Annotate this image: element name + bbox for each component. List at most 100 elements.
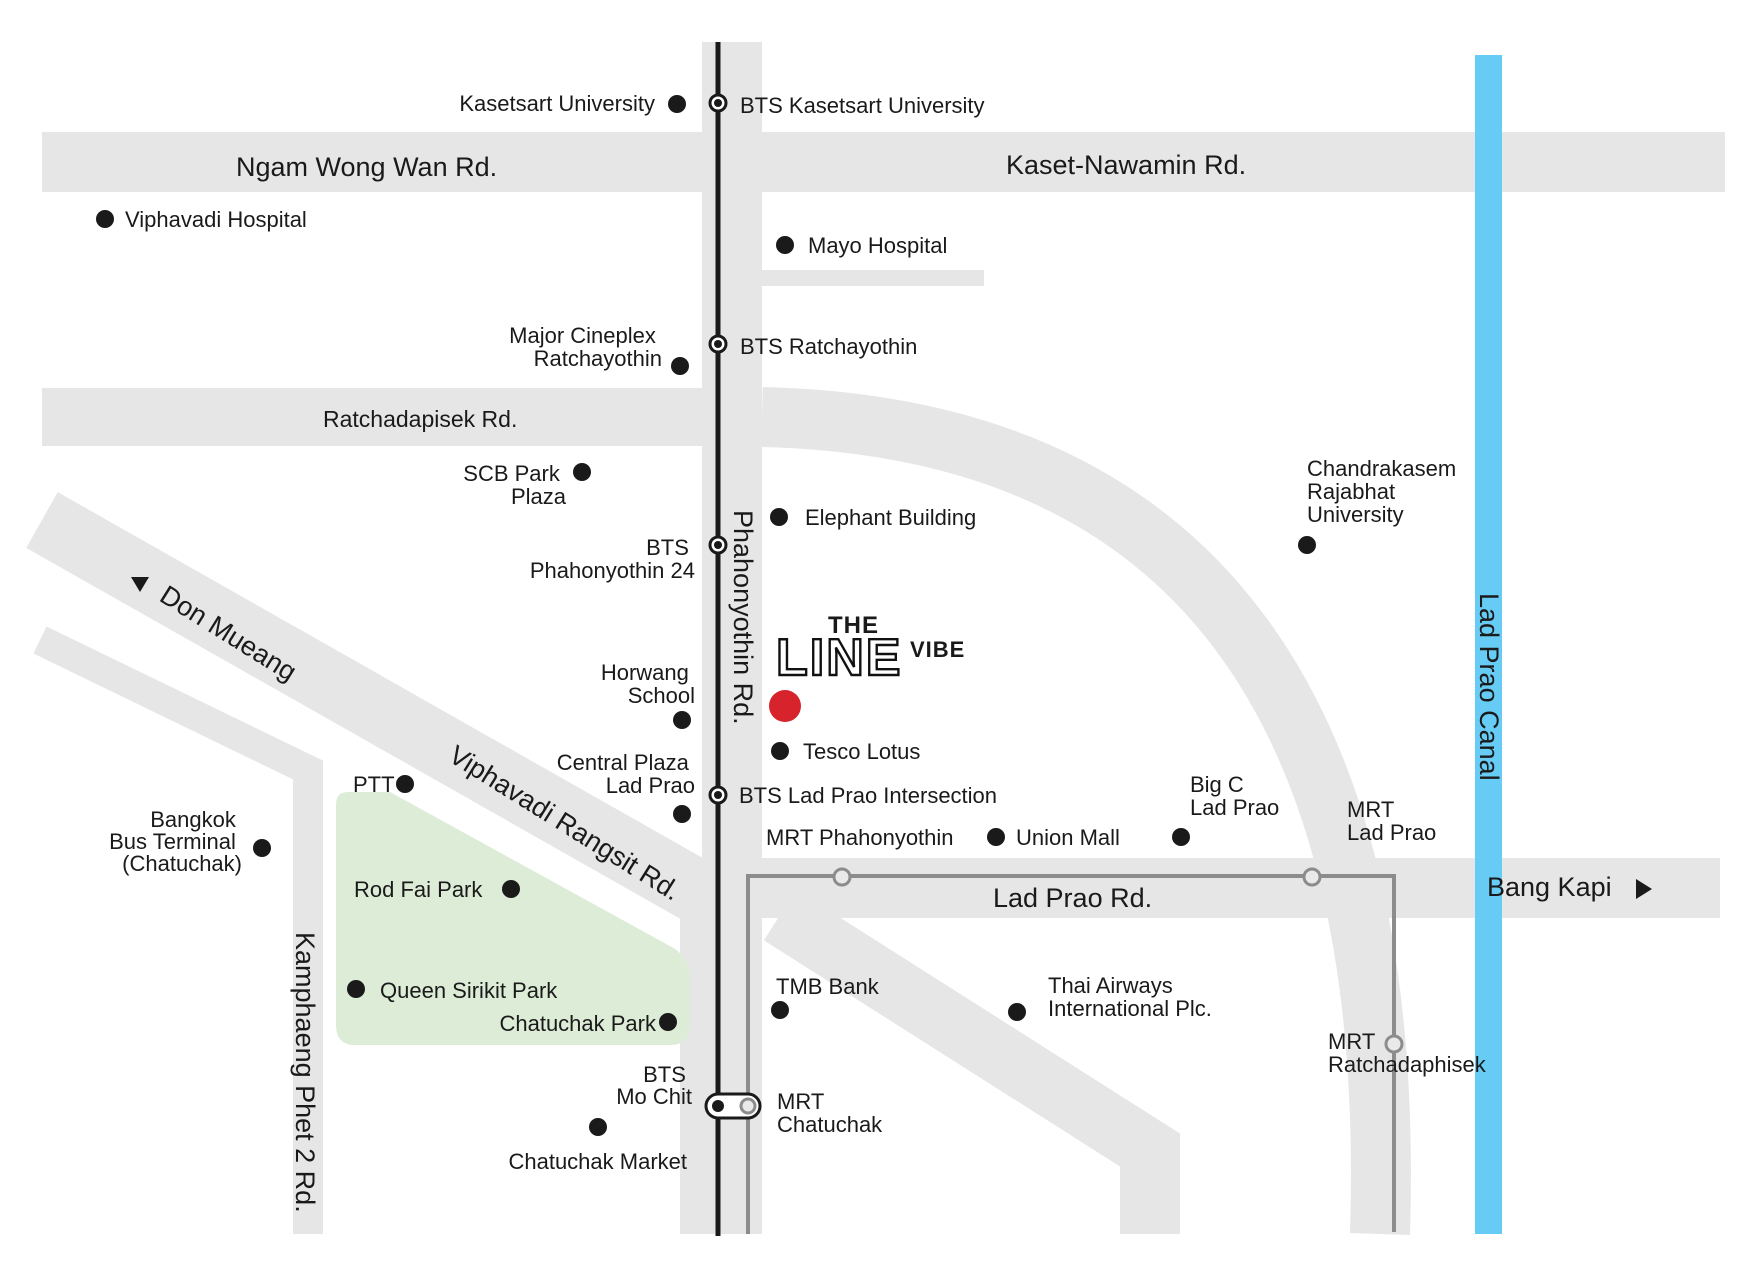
label-kamphaeng-phet-2: Kamphaeng Phet 2 Rd. xyxy=(290,932,320,1213)
lad-prao-canal xyxy=(1475,55,1502,1234)
label-line: Horwang xyxy=(601,660,689,685)
label-line: Thai Airways xyxy=(1048,973,1173,998)
the-line-vibe-logo: THE LINE VIBE xyxy=(775,612,965,688)
poi-scb-park-plaza[interactable] xyxy=(573,463,591,481)
label-mrt-phahonyothin: MRT Phahonyothin xyxy=(766,825,954,850)
label-ratchadapisek: Ratchadapisek Rd. xyxy=(323,406,517,432)
mrt-station-markers xyxy=(832,867,1404,1054)
label-line: Central Plaza xyxy=(557,750,690,775)
station-dot xyxy=(714,791,722,799)
road-ratchadapisek xyxy=(42,388,762,446)
poi-queen-sirikit-park[interactable] xyxy=(347,980,365,998)
poi-elephant-building[interactable] xyxy=(770,508,788,526)
label-viphavadi-hospital: Viphavadi Hospital xyxy=(125,207,307,232)
label-line: Ratchayothin xyxy=(534,346,662,371)
label-tmb-bank: TMB Bank xyxy=(776,974,880,999)
label-line: Major Cineplex xyxy=(509,323,656,348)
road-southeast-diagonal xyxy=(763,889,1180,1234)
label-line: MRT xyxy=(777,1089,824,1114)
poi-rod-fai-park[interactable] xyxy=(502,880,520,898)
label-line: (Chatuchak) xyxy=(122,851,242,876)
label-mrt-lad-prao: MRT Lad Prao xyxy=(1347,797,1436,845)
label-chandrakasem: Chandrakasem Rajabhat University xyxy=(1307,456,1462,527)
bts-station-markers xyxy=(704,93,762,1120)
label-kasetsart-university: Kasetsart University xyxy=(459,91,655,116)
poi-tesco-lotus[interactable] xyxy=(771,742,789,760)
label-queen-sirikit-park: Queen Sirikit Park xyxy=(380,978,558,1003)
label-thai-airways: Thai Airways International Plc. xyxy=(1048,973,1212,1021)
label-chatuchak-market: Chatuchak Market xyxy=(508,1149,687,1174)
label-rod-fai-park: Rod Fai Park xyxy=(354,877,483,902)
label-line: Ratchadaphisek xyxy=(1328,1052,1487,1077)
station-dot xyxy=(714,340,722,348)
poi-viphavadi-hospital[interactable] xyxy=(96,210,114,228)
roads xyxy=(26,42,1725,1235)
poi-big-c[interactable] xyxy=(1172,828,1190,846)
label-line: Lad Prao xyxy=(1347,820,1436,845)
label-lad-prao: Lad Prao Rd. xyxy=(993,883,1152,913)
poi-bangkok-bus-terminal[interactable] xyxy=(253,839,271,857)
label-line: School xyxy=(628,683,695,708)
label-line: MRT xyxy=(1347,797,1394,822)
bang-kapi-triangle-arrow-icon xyxy=(1636,879,1652,899)
mrt-line xyxy=(746,874,1396,1234)
poi-ptt[interactable] xyxy=(396,775,414,793)
station-dot xyxy=(714,99,722,107)
label-line: Bus Terminal xyxy=(109,829,236,854)
label-line: International Plc. xyxy=(1048,996,1212,1021)
road-viphavadi-rangsit xyxy=(26,492,744,1234)
label-line: BTS xyxy=(643,1062,686,1087)
label-line: SCB Park xyxy=(463,461,561,486)
poi-major-cineplex[interactable] xyxy=(671,357,689,375)
road-lad-prao xyxy=(744,858,1720,918)
mrt-station-ratchadaphisek-marker[interactable] xyxy=(1384,1034,1404,1054)
logo-vibe: VIBE xyxy=(910,637,965,662)
road-ngam-wong-wan xyxy=(42,132,1725,192)
poi-mayo-hospital[interactable] xyxy=(776,236,794,254)
poi-chatuchak-park[interactable] xyxy=(659,1013,677,1031)
label-line: Bangkok xyxy=(150,807,237,832)
label-line: Big C xyxy=(1190,772,1244,797)
label-line: Phahonyothin 24 xyxy=(530,558,695,583)
poi-markers xyxy=(96,95,1316,1136)
label-central-plaza: Central Plaza Lad Prao xyxy=(557,750,695,798)
poi-central-plaza[interactable] xyxy=(673,805,691,823)
label-scb-park-plaza: SCB Park Plaza xyxy=(463,461,566,509)
poi-union-mall[interactable] xyxy=(987,828,1005,846)
road-kamphaeng-connector xyxy=(33,626,323,1234)
label-line: BTS xyxy=(646,535,689,560)
poi-thai-airways[interactable] xyxy=(1008,1003,1026,1021)
label-mrt-ratchadaphisek: MRT Ratchadaphisek xyxy=(1328,1029,1487,1077)
mrt-station-ladprao-marker[interactable] xyxy=(1302,867,1322,887)
poi-tmb-bank[interactable] xyxy=(771,1001,789,1019)
label-lad-prao-canal: Lad Prao Canal xyxy=(1474,593,1504,781)
poi-horwang-school[interactable] xyxy=(673,711,691,729)
label-bts-ladprao-intersection: BTS Lad Prao Intersection xyxy=(739,783,997,808)
label-chatuchak-park: Chatuchak Park xyxy=(499,1011,657,1036)
label-kaset-nawamin: Kaset-Nawamin Rd. xyxy=(1006,150,1246,180)
label-bts-mo-chit: BTS Mo Chit xyxy=(616,1062,692,1109)
label-bangkok-bus-terminal: Bangkok Bus Terminal (Chatuchak) xyxy=(109,807,242,876)
label-line: Mo Chit xyxy=(616,1084,692,1109)
don-mueang-triangle-arrow-icon xyxy=(131,577,149,592)
mrt-station-phahonyothin-marker[interactable] xyxy=(832,867,852,887)
label-phahonyothin: Phahonyothin Rd. xyxy=(728,510,758,725)
poi-chandrakasem[interactable] xyxy=(1298,536,1316,554)
project-location-marker[interactable] xyxy=(769,690,801,722)
station-dot xyxy=(739,1097,757,1115)
label-line: MRT xyxy=(1328,1029,1375,1054)
label-bang-kapi: Bang Kapi xyxy=(1487,872,1612,902)
label-tesco-lotus: Tesco Lotus xyxy=(803,739,920,764)
label-ptt: PTT xyxy=(353,772,395,797)
label-line: Chatuchak xyxy=(777,1112,883,1137)
label-elephant-building: Elephant Building xyxy=(805,505,976,530)
label-line: University xyxy=(1307,502,1404,527)
poi-kasetsart-university[interactable] xyxy=(668,95,686,113)
label-line: Rajabhat xyxy=(1307,479,1395,504)
label-union-mall: Union Mall xyxy=(1016,825,1120,850)
park-area xyxy=(336,792,690,1045)
poi-chatuchak-market[interactable] xyxy=(589,1118,607,1136)
logo-the: THE xyxy=(828,612,879,639)
label-big-c: Big C Lad Prao xyxy=(1190,772,1279,820)
